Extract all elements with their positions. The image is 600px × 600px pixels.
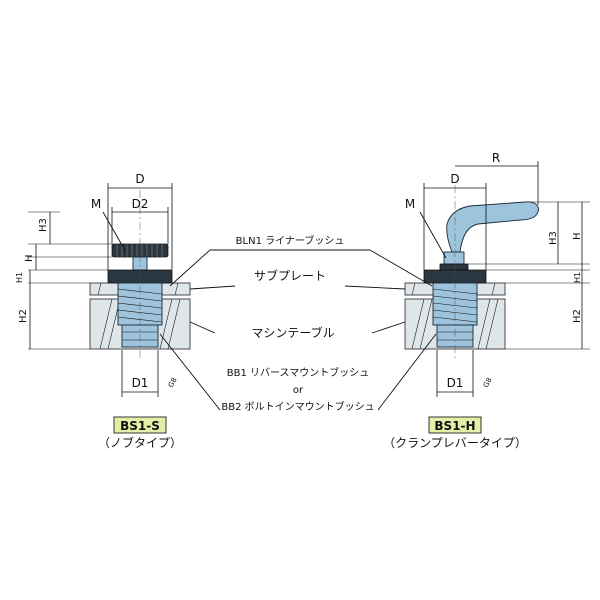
label-sub-plate: サブプレート bbox=[254, 268, 326, 283]
left-model-label: BS1-S bbox=[120, 419, 160, 433]
label-liner-bush: BLN1 ライナーブッシュ bbox=[236, 234, 345, 247]
left-dimensions bbox=[28, 183, 173, 397]
right-type-label: （クランプレバータイプ） bbox=[383, 436, 527, 450]
right-dim-H2: H2 bbox=[572, 309, 583, 323]
left-model-tag bbox=[113, 416, 167, 434]
left-dim-H2: H2 bbox=[18, 309, 29, 323]
right-dim-D: D bbox=[450, 172, 459, 186]
lever-washer bbox=[439, 263, 469, 271]
label-bb1: BB1 リバースマウントブッシュ bbox=[227, 366, 369, 379]
right-dim-H3: H3 bbox=[548, 231, 559, 245]
left-type-label: （ノブタイプ） bbox=[98, 435, 182, 450]
right-dim-H: H bbox=[572, 232, 583, 240]
lever-nut bbox=[443, 251, 465, 265]
left-dim-D1: D1 bbox=[132, 376, 149, 390]
right-dim-G8: G8 bbox=[482, 376, 494, 389]
right-dim-D1: D1 bbox=[447, 376, 464, 390]
left-knob-assembly bbox=[107, 190, 173, 360]
right-model-tag bbox=[428, 416, 482, 434]
right-dim-M: M bbox=[405, 197, 415, 211]
right-dim-H1: H1 bbox=[573, 272, 582, 283]
label-bb2: BB2 ボルトインマウントブッシュ bbox=[221, 400, 374, 413]
left-dim-D2: D2 bbox=[132, 197, 149, 211]
right-dim-R: R bbox=[492, 151, 500, 165]
left-dim-H3: H3 bbox=[38, 218, 49, 232]
label-or: or bbox=[293, 385, 304, 396]
right-lever-assembly bbox=[423, 185, 539, 360]
left-dim-H: H bbox=[24, 254, 35, 262]
callout-leaders bbox=[159, 249, 437, 411]
right-model-label: BS1-H bbox=[434, 419, 475, 433]
left-dim-H1: H1 bbox=[15, 272, 24, 283]
right-dimensions bbox=[419, 161, 590, 397]
label-machine-table: マシンテーブル bbox=[251, 325, 334, 340]
left-dim-D: D bbox=[135, 172, 144, 186]
left-dim-G8: G8 bbox=[167, 376, 179, 389]
left-dim-M: M bbox=[91, 197, 101, 211]
clamp-lever bbox=[446, 201, 539, 253]
